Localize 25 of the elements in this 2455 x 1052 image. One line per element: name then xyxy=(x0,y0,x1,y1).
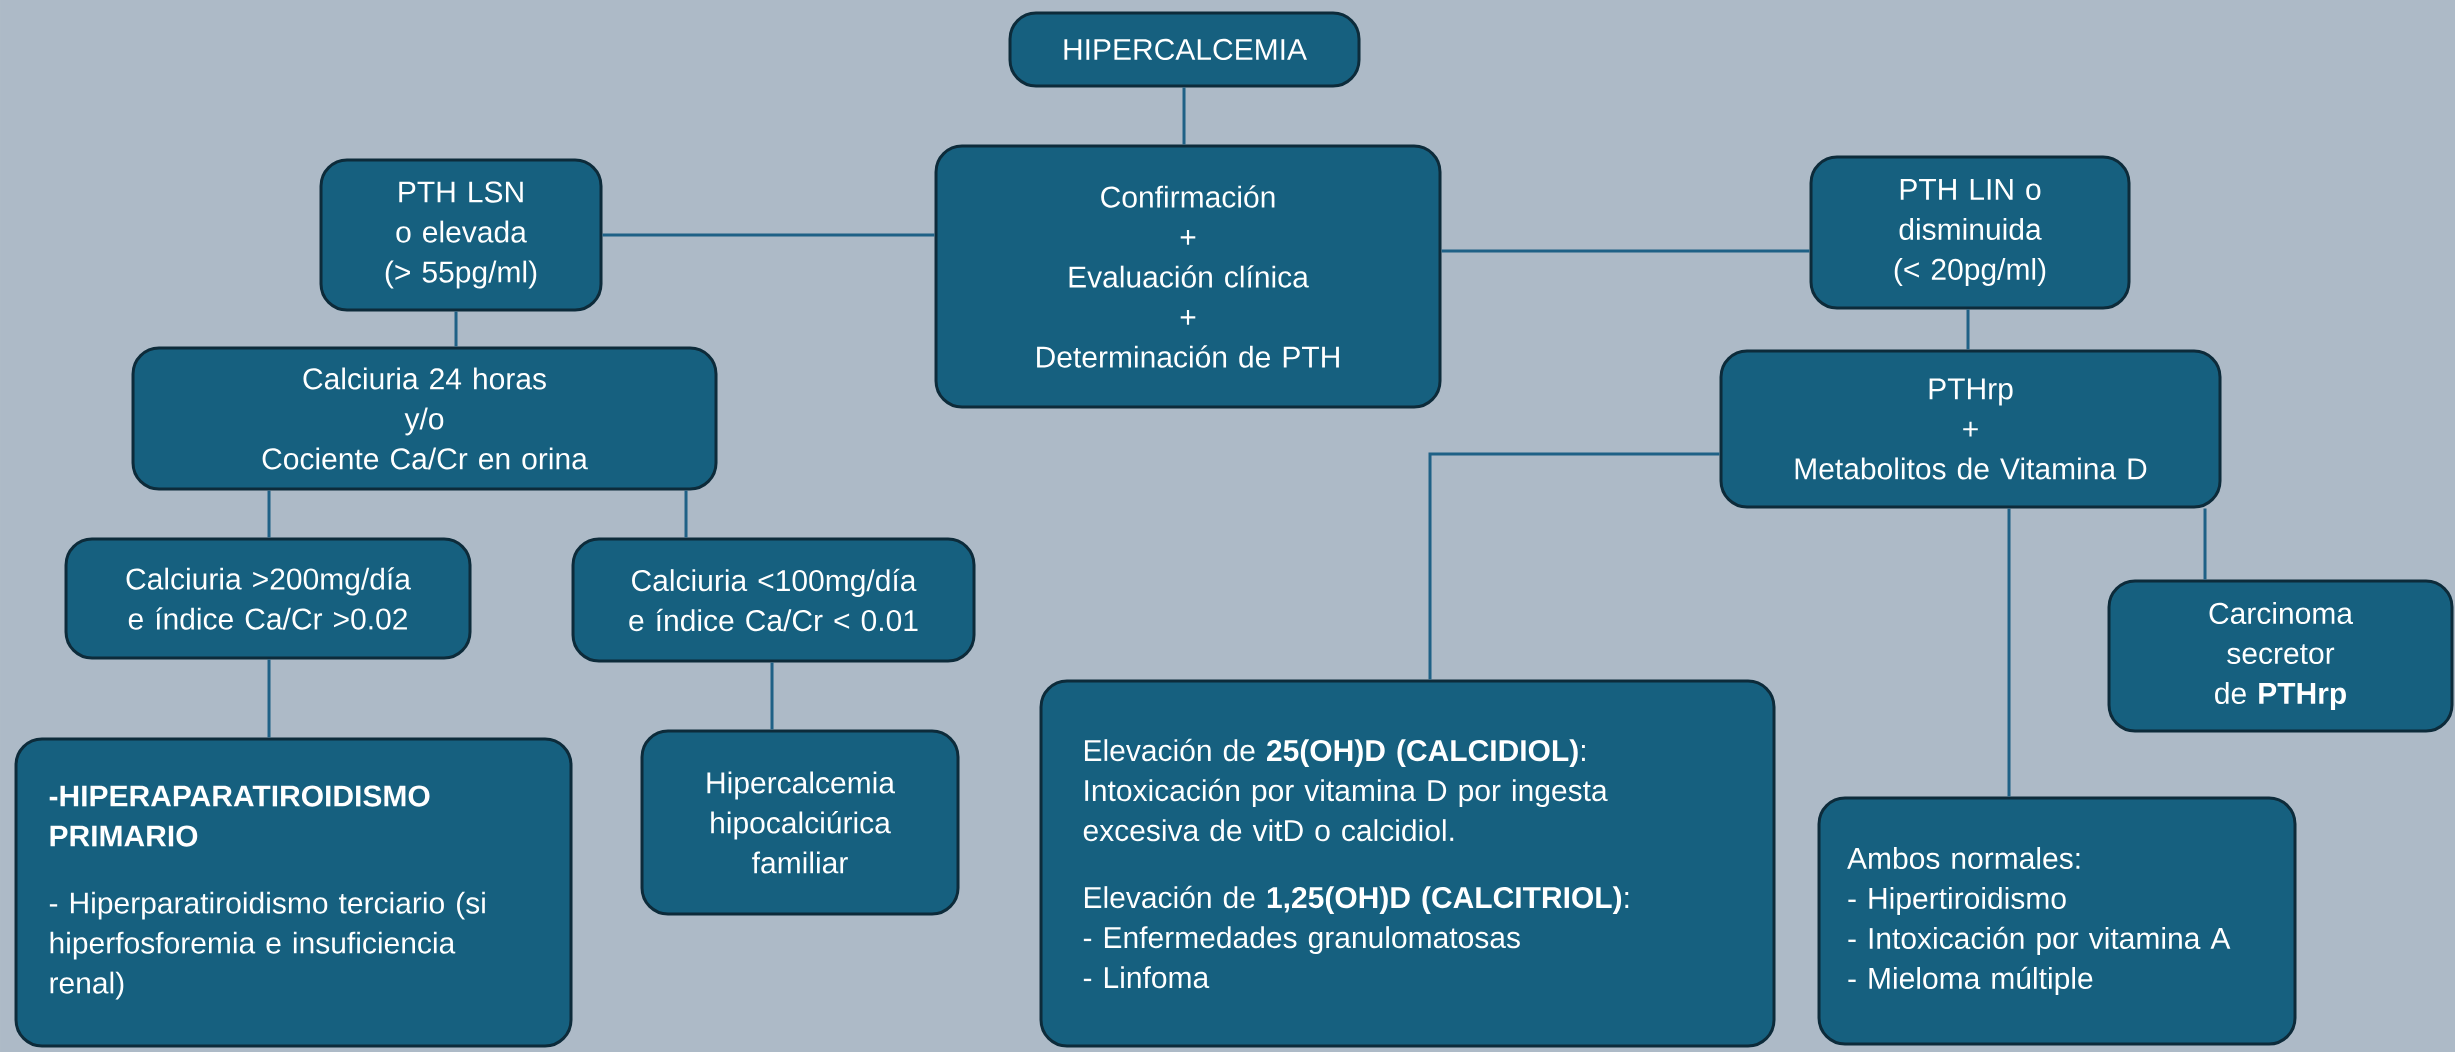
connector-line xyxy=(267,490,271,538)
connector-line xyxy=(684,490,688,538)
flow-box: Confirmación + Evaluación clínica + Determinación de PTH xyxy=(934,144,1442,409)
flow-box: Calciuria <100mg/día e índice Ca/Cr < 0.01 xyxy=(571,537,976,663)
flow-box: Carcinoma secretor de PTHrp xyxy=(2107,579,2454,733)
flow-box: -HIPERAPARATIROIDISMO PRIMARIO - Hiperparatiroidismo terciario (si hiperfosforemia e insuficiencia renal) xyxy=(14,737,573,1048)
connector-line xyxy=(1182,87,1186,145)
connector-line xyxy=(770,662,774,730)
connector-line xyxy=(602,233,935,237)
flow-box: Elevación de 25(OH)D (CALCIDIOL): Intoxicación por vitamina D por ingesta excesiva de vitD o calcidiol. Elevación de 1,25(OH)D (CALCITRIOL): - Enfermedades granulomatosas - Linfoma xyxy=(1039,679,1776,1048)
flow-box: Calciuria >200mg/día e índice Ca/Cr >0.02 xyxy=(64,537,472,660)
connector-line xyxy=(454,311,458,347)
connector-line xyxy=(1966,309,1970,350)
connector-line xyxy=(1428,452,1720,680)
connector-line xyxy=(1441,249,1810,253)
flow-box: Ambos normales: - Hipertiroidismo - Intoxicación por vitamina A - Mieloma múltiple xyxy=(1817,796,2297,1046)
connector-line xyxy=(267,659,271,738)
flow-box: PTHrp + Metabolitos de Vitamina D xyxy=(1719,349,2222,509)
flow-box: HIPERCALCEMIA xyxy=(1008,11,1361,88)
flow-box: Hipercalcemia hipocalciúrica familiar xyxy=(640,729,960,916)
flow-box: PTH LIN o disminuida (< 20pg/ml) xyxy=(1809,155,2131,310)
flow-box: Calciuria 24 horas y/o Cociente Ca/Cr en orina xyxy=(131,346,718,491)
flow-box: PTH LSN o elevada (> 55pg/ml) xyxy=(319,158,603,312)
connector-line xyxy=(2007,508,2011,797)
connector-line xyxy=(2203,508,2207,580)
